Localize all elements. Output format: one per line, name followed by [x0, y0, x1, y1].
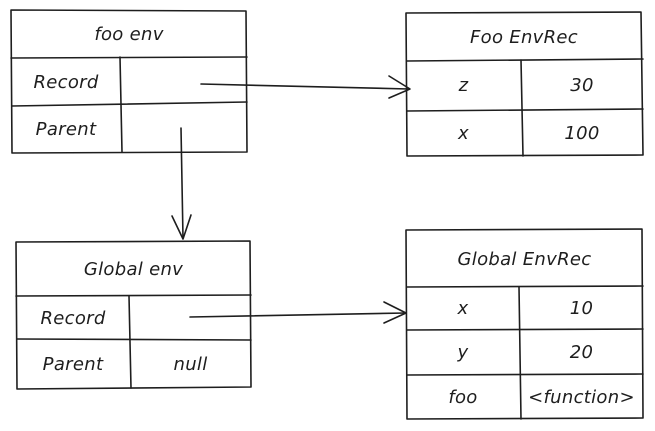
- foo-envrec-title: Foo EnvRec: [469, 26, 578, 48]
- arrow-foo-parent-to-global-env: [171, 127, 192, 240]
- global-env-column-divider: [128, 295, 132, 389]
- global-envrec-header-divider: [406, 285, 644, 288]
- foo-env-column-divider: [119, 56, 123, 153]
- global-envrec-row-divider-1: [406, 328, 644, 331]
- foo-envrec-x-value: 100: [564, 123, 600, 144]
- foo-env-record-key: Record: [33, 71, 99, 93]
- global-env-record-value: [131, 297, 250, 339]
- foo-env-box: [10, 9, 248, 154]
- global-envrec-foo-key: foo: [448, 386, 478, 408]
- global-env-outline: [15, 240, 252, 390]
- global-envrec-title: Global EnvRec: [457, 248, 592, 270]
- global-env-parent-value: null: [173, 353, 208, 375]
- global-envrec-row-divider-2: [406, 373, 644, 376]
- global-env-header-divider: [15, 294, 252, 297]
- global-env-box: [15, 240, 252, 390]
- foo-env-header-divider: [10, 56, 248, 59]
- foo-envrec-row-divider: [406, 108, 644, 112]
- foo-env-row-divider: [11, 101, 248, 107]
- arrow-foo-record-to-foo-envrec: [200, 75, 411, 99]
- foo-envrec-z-value: 30: [570, 75, 594, 96]
- global-env-parent-key: Parent: [42, 353, 104, 375]
- global-env-row-divider: [16, 338, 252, 341]
- global-envrec-x-value: 10: [569, 298, 594, 319]
- global-envrec-foo-value: <function>: [528, 386, 635, 408]
- foo-envrec-box: [405, 11, 644, 157]
- global-envrec-outline: [405, 228, 644, 420]
- foo-envrec-z-key: z: [458, 75, 469, 96]
- global-envrec-x-key: x: [457, 298, 469, 319]
- foo-env-parent-value: [122, 106, 246, 152]
- global-env-record-key: Record: [40, 307, 106, 329]
- global-envrec-box: [405, 228, 644, 420]
- foo-envrec-header-divider: [406, 58, 644, 62]
- foo-envrec-x-key: x: [458, 123, 469, 144]
- global-envrec-y-value: 20: [569, 342, 594, 363]
- foo-env-parent-key: Parent: [35, 118, 97, 140]
- foo-env-title: foo env: [94, 24, 164, 45]
- global-envrec-y-key: y: [457, 342, 469, 363]
- arrow-global-record-to-global-envrec: [189, 301, 407, 324]
- global-env-title: Global env: [83, 259, 184, 280]
- foo-envrec-column-divider: [520, 59, 524, 157]
- global-envrec-column-divider: [518, 286, 522, 420]
- foo-envrec-outline: [405, 11, 644, 157]
- foo-env-record-value: [122, 60, 246, 104]
